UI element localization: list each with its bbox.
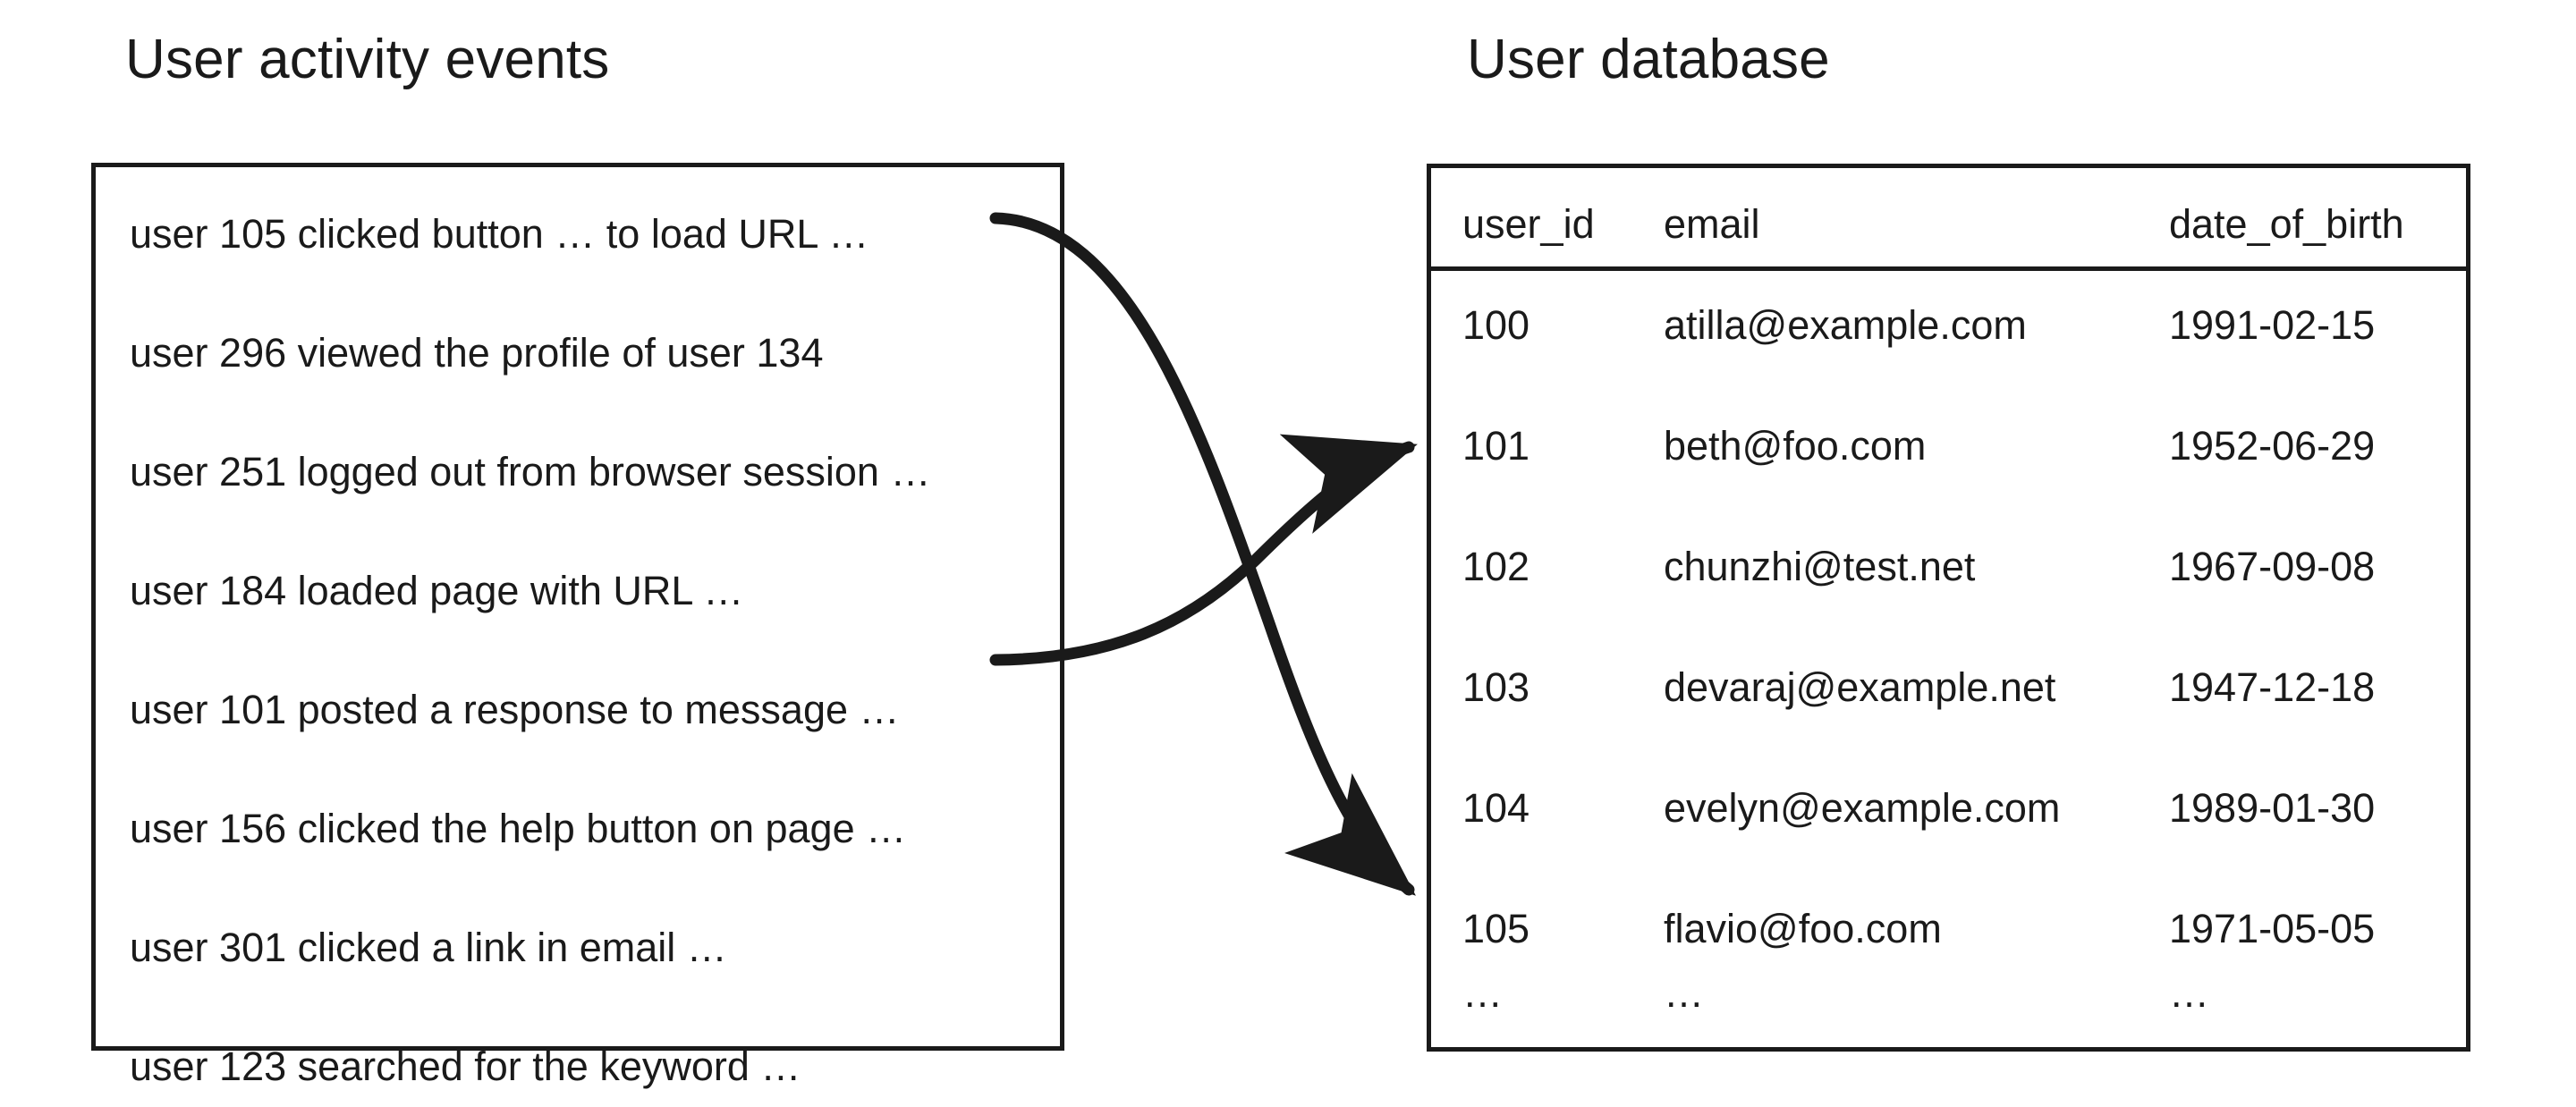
list-item: user 184 loaded page with URL … xyxy=(130,568,744,613)
column-header-email: email xyxy=(1664,201,1760,247)
table-row: 104 xyxy=(1462,785,1530,831)
column-header-date-of-birth: date_of_birth xyxy=(2169,201,2404,247)
list-item: user 251 logged out from browser session… xyxy=(130,449,931,494)
table-row: flavio@foo.com xyxy=(1664,906,1942,951)
table-row: 1967-09-08 xyxy=(2169,544,2376,589)
table-row: 1989-01-30 xyxy=(2169,785,2376,831)
table-row: beth@foo.com xyxy=(1664,423,1927,469)
list-item: user 105 clicked button … to load URL … xyxy=(130,211,869,257)
table-row: 105 xyxy=(1462,906,1530,951)
list-item: user 296 viewed the profile of user 134 xyxy=(130,330,824,376)
table-row: chunzhi@test.net xyxy=(1664,544,1976,589)
column-header-user-id: user_id xyxy=(1462,201,1595,247)
table-row: 101 xyxy=(1462,423,1530,469)
table-row: evelyn@example.com xyxy=(1664,785,2061,831)
list-item: user 101 posted a response to message … xyxy=(130,687,900,732)
table-row: 1991-02-15 xyxy=(2169,302,2376,348)
table-row: devaraj@example.net xyxy=(1664,664,2056,710)
table-row: 103 xyxy=(1462,664,1530,710)
table-header-divider xyxy=(1431,266,2466,271)
table-row: … xyxy=(1664,970,1704,1016)
table-row: atilla@example.com xyxy=(1664,302,2027,348)
database-panel-title: User database xyxy=(1467,29,1830,90)
table-row: 1971-05-05 xyxy=(2169,906,2376,951)
list-item: user 156 clicked the help button on page… xyxy=(130,806,907,851)
list-item: user 123 searched for the keyword … xyxy=(130,1044,801,1089)
table-row: … xyxy=(1462,970,1503,1016)
table-row: 100 xyxy=(1462,302,1530,348)
table-row: 1952-06-29 xyxy=(2169,423,2376,469)
table-row: … xyxy=(2169,970,2209,1016)
user-activity-events-box: user 105 clicked button … to load URL … … xyxy=(91,163,1064,1086)
list-item: user 301 clicked a link in email … xyxy=(130,925,727,970)
event-list: user 105 clicked button … to load URL … … xyxy=(96,167,1060,1086)
table-row: 1947-12-18 xyxy=(2169,664,2376,710)
user-database-box: user_id email date_of_birth 100 atilla@e… xyxy=(1427,164,2470,1052)
table-row: 102 xyxy=(1462,544,1530,589)
events-panel-title: User activity events xyxy=(125,29,610,90)
